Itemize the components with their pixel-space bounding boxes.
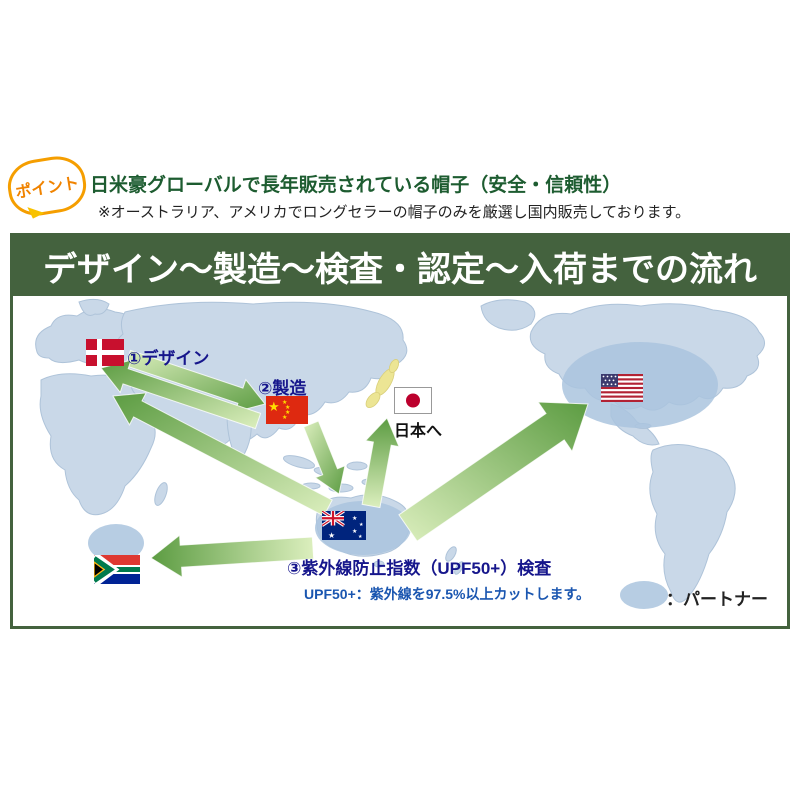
svg-text:★: ★: [359, 522, 364, 528]
svg-text:★: ★: [268, 399, 280, 414]
map-area: ★ ★ ★ ★ ★: [13, 296, 787, 626]
japan-flag-icon: [394, 387, 432, 414]
usa-flag-icon: [601, 374, 643, 402]
manufacture-step-label: ②製造: [258, 379, 307, 398]
svg-text:★: ★: [352, 528, 357, 535]
svg-text:★: ★: [282, 399, 287, 406]
design-step-label: ①デザイン: [127, 349, 210, 368]
inspection-step-label: ③紫外線防止指数（UPF50+）検査: [287, 559, 552, 578]
denmark-flag-icon: [86, 339, 124, 366]
arrow-australia-to-japan: [361, 417, 400, 509]
australia-flag-icon: ★ ★ ★ ★ ★: [321, 509, 366, 540]
intro-headline: 日米豪グローバルで長年販売されている帽子（安全・信頼性）: [90, 175, 622, 196]
arrow-australia-to-usa: [398, 401, 589, 542]
arrow-china-to-denmark: [100, 359, 262, 430]
point-badge: ポイント: [4, 152, 90, 220]
svg-text:★: ★: [352, 515, 357, 522]
to-japan-label: 日本へ: [394, 423, 443, 440]
arrow-australia-to-denmark: [112, 392, 333, 517]
svg-text:★: ★: [328, 531, 335, 540]
svg-text:★: ★: [285, 409, 290, 416]
diagram-title: デザイン～製造～検査・認定～入荷までの流れ: [13, 236, 787, 296]
flow-diagram: デザイン～製造～検査・認定～入荷までの流れ: [10, 233, 790, 629]
partner-legend-ellipse: [620, 581, 668, 609]
world-map: [35, 298, 765, 609]
arrow-to-south-africa: [150, 534, 315, 579]
flow-arrows: [100, 349, 589, 579]
china-flag-icon: ★ ★ ★ ★ ★: [266, 396, 308, 424]
svg-text:★: ★: [285, 404, 290, 411]
partner-legend-label: ：パートナー: [666, 590, 768, 609]
svg-text:★: ★: [358, 534, 363, 540]
intro-note: ※オーストラリア、アメリカでロングセラーの帽子のみを厳選し国内販売しております。: [98, 204, 691, 221]
arrow-china-to-australia: [302, 420, 346, 495]
arrow-denmark-to-china: [124, 349, 266, 413]
svg-text:★: ★: [282, 414, 287, 421]
japan-highlight: [365, 359, 400, 409]
upf-note-label: UPF50+：紫外線を97.5%以上カットします。: [304, 586, 591, 602]
south-africa-flag-icon: [91, 552, 140, 587]
